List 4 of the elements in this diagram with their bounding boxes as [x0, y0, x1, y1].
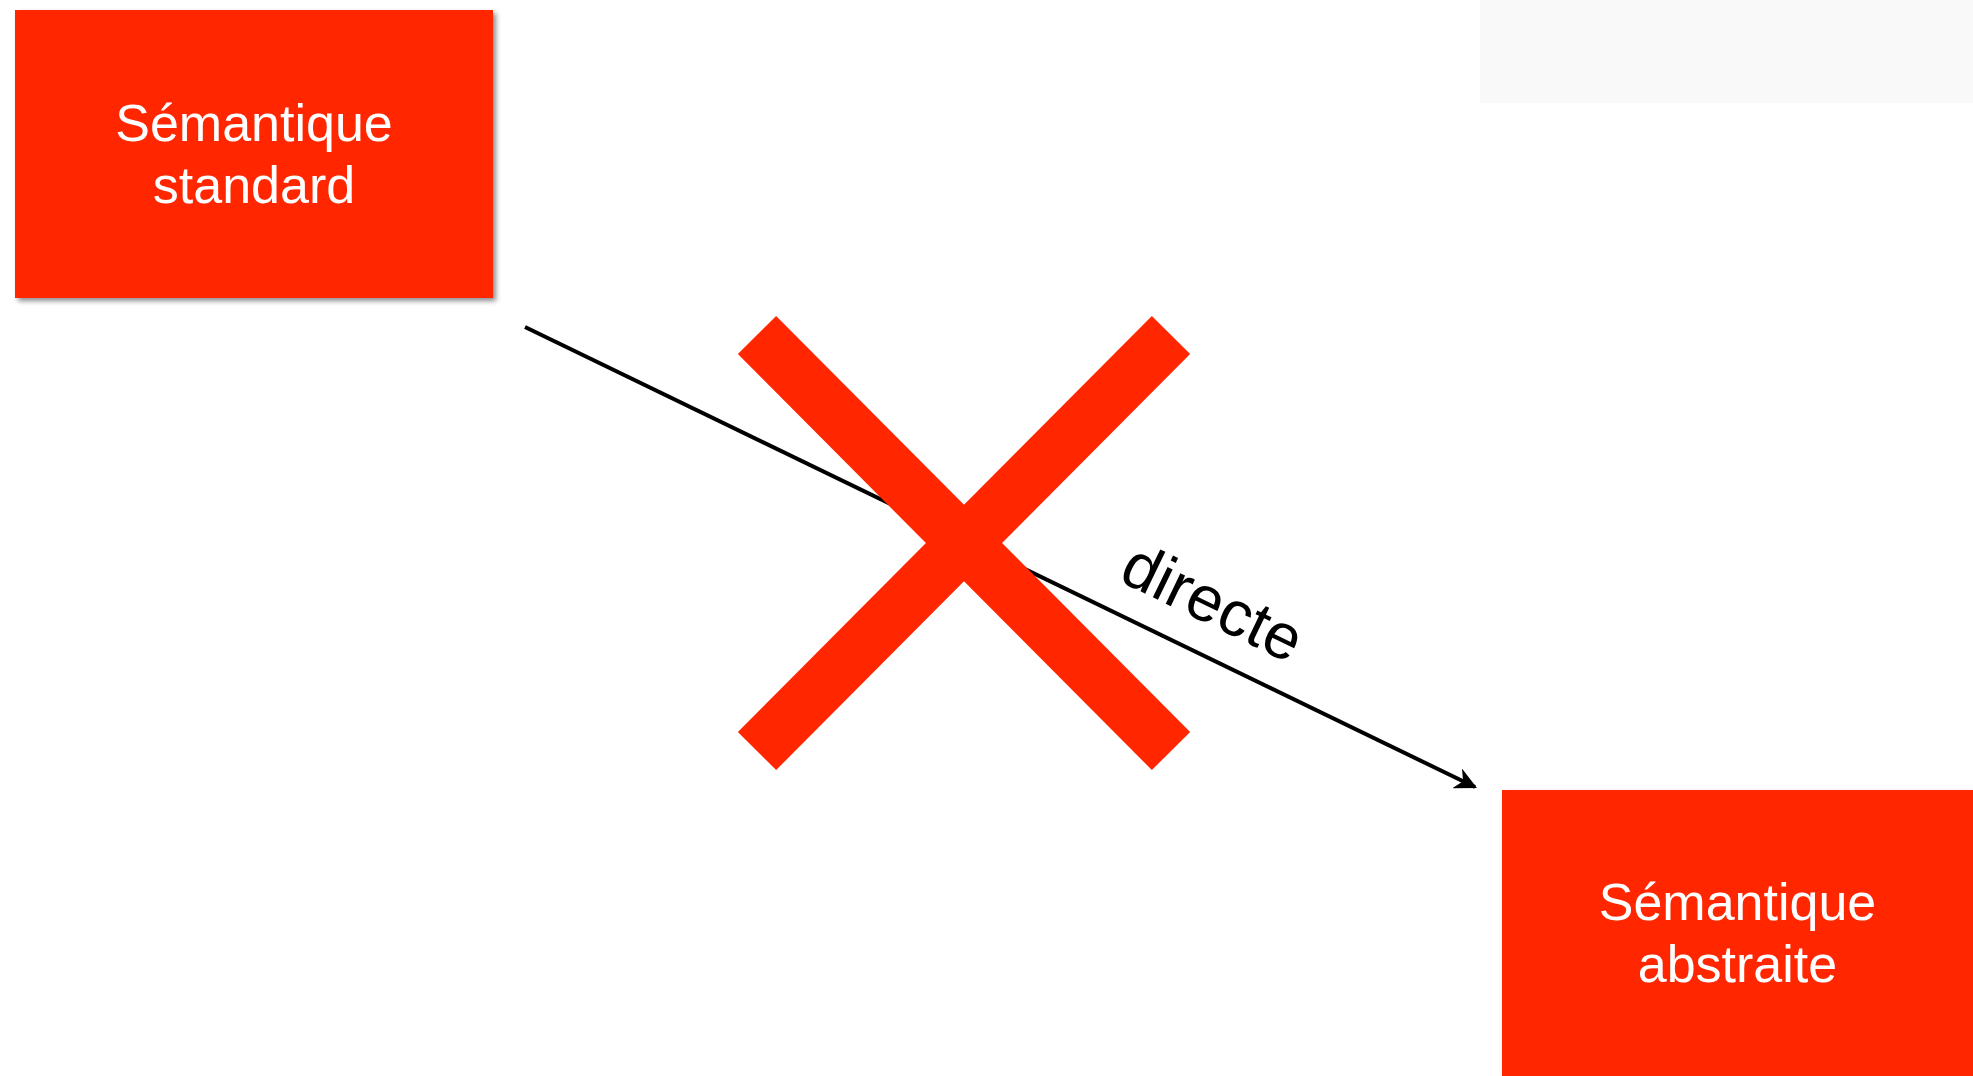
box-label: Sémantique abstraite	[1597, 871, 1878, 995]
process-box	[1502, 790, 1973, 1076]
process-box	[15, 10, 493, 298]
box-label: Sémantique standard	[114, 92, 394, 216]
